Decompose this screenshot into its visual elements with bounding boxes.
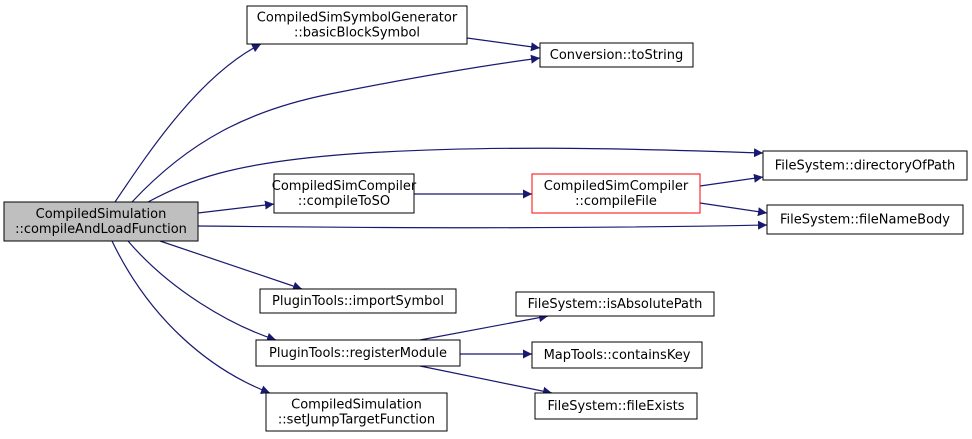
edge-root-to-namebody [197,220,768,230]
node-label-line: ::compileFile [575,194,657,209]
node-box [515,291,715,317]
edge-line [699,202,768,217]
node-label-line: FileSystem::directoryOfPath [775,159,956,174]
node-box [531,173,701,214]
node-label-line: CompiledSimulation [36,207,167,222]
node-box [766,204,964,235]
edge-root-to-gen [114,43,262,203]
node-box [534,392,698,420]
node-tostring[interactable]: Conversion::toString [539,42,694,68]
edge-line [127,240,277,342]
edge-root-to-dirpath [147,147,764,203]
edges-layer [111,37,768,396]
edge-line [419,313,549,341]
node-label-line: CompiledSimCompiler [544,179,689,194]
node-box [3,201,199,242]
node-label-line: ::setJumpTargetFunction [278,413,435,428]
edge-compilefile-to-namebody [699,202,768,217]
node-label-line: CompiledSimSymbolGenerator [257,11,458,26]
edge-root-to-register [127,240,277,342]
node-dirpath[interactable]: FileSystem::directoryOfPath [762,150,968,181]
node-box [246,5,468,45]
node-label-line: CompiledSimulation [291,398,422,413]
edge-root-to-import [159,240,303,291]
node-contains[interactable]: MapTools::containsKey [531,341,703,369]
node-jump[interactable]: CompiledSimulation::setJumpTargetFunctio… [265,392,448,432]
edge-line [111,240,271,394]
edge-compilefile-to-dirpath [699,173,764,187]
node-root[interactable]: CompiledSimulation::compileAndLoadFuncti… [3,201,199,242]
nodes-layer: CompiledSimulation::compileAndLoadFuncti… [3,5,968,432]
edge-line [147,147,764,203]
node-label-line: PluginTools::importSymbol [272,294,444,309]
node-label-line: Conversion::toString [550,48,684,63]
edge-root-to-toso [197,200,275,214]
node-box [273,173,415,214]
node-label-line: FileSystem::fileExists [548,399,685,414]
node-box [255,339,461,367]
node-label-line: MapTools::containsKey [544,348,691,363]
node-import[interactable]: PluginTools::importSymbol [259,288,457,314]
node-label-line: CompiledSimCompiler [272,179,417,194]
node-label-line: ::compileAndLoadFunction [15,222,187,237]
edge-register-to-abspath [419,313,549,341]
edge-gen-to-tostring [466,37,541,52]
edge-line [197,220,768,230]
node-box [531,341,703,369]
node-toso[interactable]: CompiledSimCompiler::compileToSO [272,173,417,214]
node-label-line: ::compileToSO [298,194,390,209]
edge-line [131,54,541,203]
node-label-line: FileSystem::isAbsolutePath [528,297,703,312]
node-box [762,150,968,181]
node-box [265,392,448,432]
node-label-line: PluginTools::registerModule [269,346,447,361]
node-register[interactable]: PluginTools::registerModule [255,339,461,367]
node-label-line: FileSystem::fileNameBody [780,213,950,228]
edge-line [466,37,541,52]
node-exists[interactable]: FileSystem::fileExists [534,392,698,420]
edge-line [159,240,303,291]
node-box [259,288,457,314]
edge-register-to-exists [419,365,553,396]
edge-line [419,365,553,396]
edge-line [699,173,764,187]
edge-root-to-tostring [131,54,541,203]
node-compilefile[interactable]: CompiledSimCompiler::compileFile [531,173,701,214]
edge-root-to-jump [111,240,271,394]
edge-line [197,200,275,214]
node-label-line: ::basicBlockSymbol [294,26,420,41]
node-box [539,42,694,68]
node-namebody[interactable]: FileSystem::fileNameBody [766,204,964,235]
edge-line [114,43,262,203]
node-abspath[interactable]: FileSystem::isAbsolutePath [515,291,715,317]
node-gen[interactable]: CompiledSimSymbolGenerator::basicBlockSy… [246,5,468,45]
